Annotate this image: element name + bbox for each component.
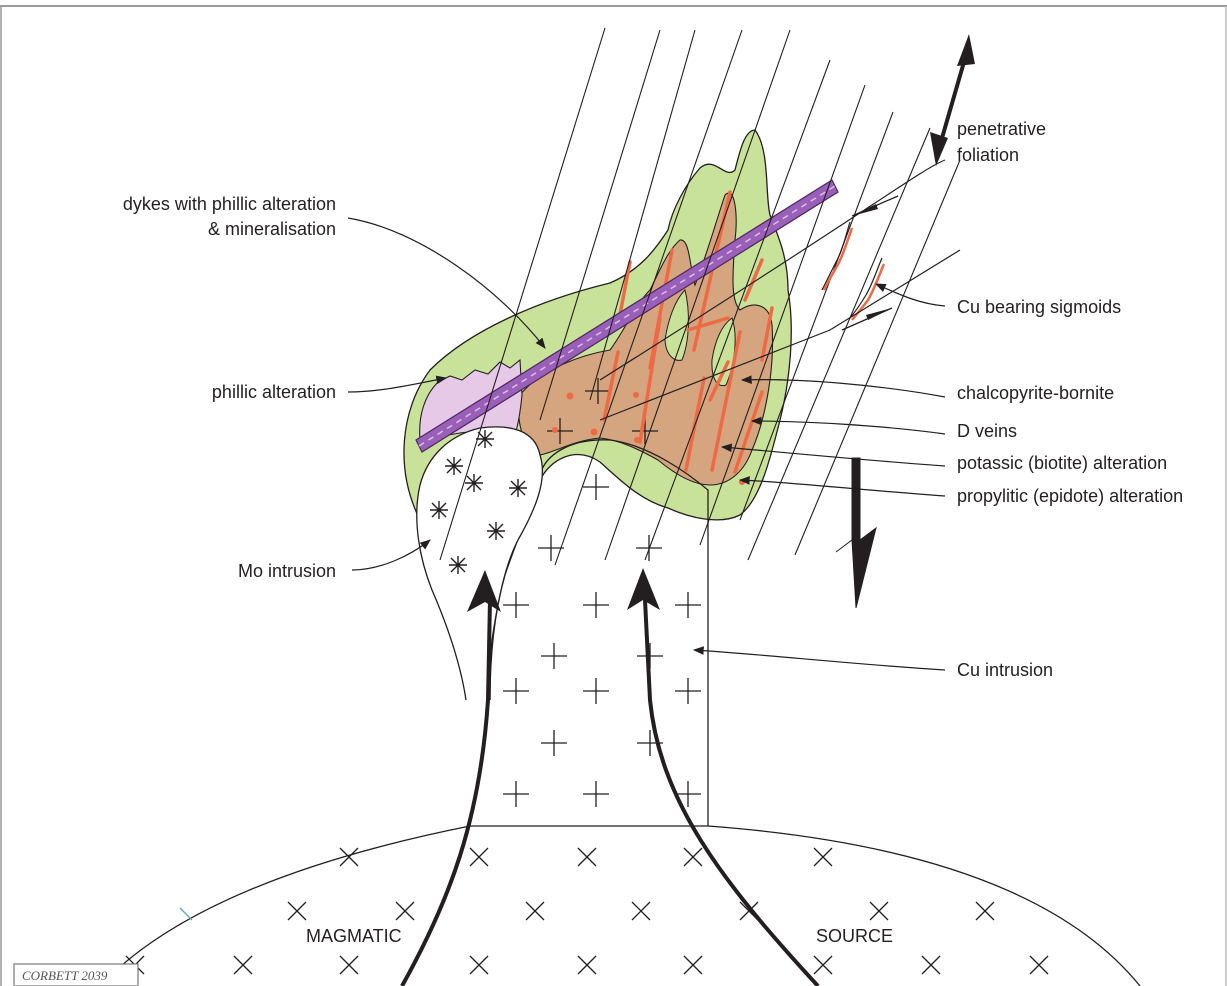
mo-intrusion-label: Mo intrusion — [238, 561, 336, 581]
credit-stamp: CORBETT 2039 — [14, 964, 138, 986]
source-label: SOURCE — [816, 926, 893, 946]
dykes-label-line2: & mineralisation — [208, 219, 336, 239]
dykes-label-line1: dykes with phillic alteration — [123, 194, 336, 214]
d-veins-label: D veins — [957, 421, 1017, 441]
fault-movement-arrow — [836, 458, 876, 608]
mo-intrusion — [417, 427, 543, 700]
propylitic-label: propylitic (epidote) alteration — [957, 486, 1183, 506]
cu-intrusion-label: Cu intrusion — [957, 660, 1053, 680]
source-cross-symbols — [126, 848, 1048, 974]
penetrative-label: penetrative — [957, 119, 1046, 139]
potassic-label: potassic (biotite) alteration — [957, 453, 1167, 473]
chalcopyrite-bornite-label: chalcopyrite-bornite — [957, 383, 1114, 403]
magmatic-source-body — [100, 826, 1140, 986]
credit-text: CORBETT 2039 — [22, 968, 108, 983]
magmatic-label: MAGMATIC — [306, 926, 402, 946]
sigmoids-label: Cu bearing sigmoids — [957, 297, 1121, 317]
cu-bearing-sigmoids — [822, 196, 898, 330]
foliation-label: foliation — [957, 145, 1019, 165]
phillic-alteration-label: phillic alteration — [212, 382, 336, 402]
